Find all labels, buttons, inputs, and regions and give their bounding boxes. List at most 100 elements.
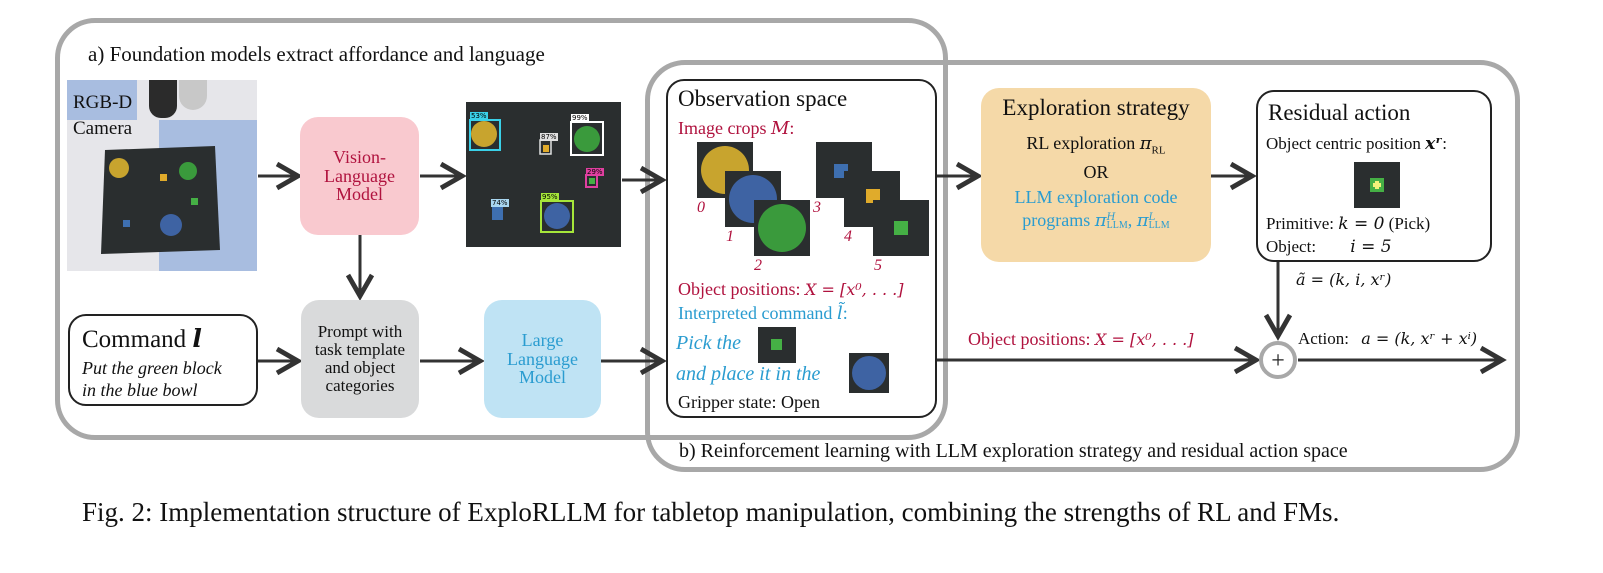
interpreted-label: Interpreted command <box>678 303 833 323</box>
exploration-rl-sub: RL <box>1151 144 1166 157</box>
exploration-llm-line1: LLM exploration code <box>1014 187 1178 208</box>
camera-label-1: RGB-D <box>73 92 133 113</box>
green-block <box>191 198 198 205</box>
image-crops-label: Image crops <box>678 118 767 138</box>
vlm-node: Vision- Language Model <box>300 117 419 235</box>
det-score-5: 74% <box>491 199 509 207</box>
place-text: and place it in the <box>676 363 821 385</box>
tabletop <box>101 146 220 254</box>
command-box: Command l Put the green block in the blu… <box>68 314 258 406</box>
bottom-positions-math: X = [x⁰, . . .] <box>1095 330 1194 349</box>
residual-primitive-math: k = 0 <box>1338 214 1385 234</box>
exploration-llm-sup-h: H <box>1106 211 1116 223</box>
crop-index-2: 2 <box>754 257 762 274</box>
llm-line3: Model <box>519 367 566 388</box>
residual-primitive-row: Primitive: k = 0 (Pick) <box>1266 214 1430 234</box>
image-crops-symbol: M <box>770 118 790 139</box>
region-a-outline <box>55 18 948 440</box>
command-symbol: l <box>192 324 202 353</box>
crop-index-1: 1 <box>726 228 734 245</box>
residual-object-label: Object: <box>1266 237 1317 256</box>
blue-bowl <box>160 214 182 236</box>
camera-shadow <box>67 80 137 120</box>
yellow-block <box>160 174 167 181</box>
positions-row: Object positions: X = [x⁰, . . .] <box>678 279 904 300</box>
command-title: Command <box>82 326 187 353</box>
vlm-line1: Vision- <box>333 146 386 167</box>
yellow-bowl <box>109 158 129 178</box>
det-score-4: 29% <box>586 168 604 176</box>
gripper-text: Gripper state: Open <box>678 392 820 412</box>
residual-title: Residual action <box>1268 100 1411 125</box>
vlm-line3: Model <box>336 184 383 205</box>
command-text-2: in the blue bowl <box>82 380 198 400</box>
region-b-outline <box>645 60 1520 472</box>
observation-panel: Observation space Image crops M: 0 1 2 3… <box>666 79 937 418</box>
llm-node: Large Language Model <box>484 300 601 418</box>
crop-1 <box>725 171 781 227</box>
vlm-line2: Language <box>324 165 395 186</box>
crop-index-4: 4 <box>844 228 852 245</box>
interpreted-colon: : <box>842 303 848 323</box>
plus-sign: + <box>1271 348 1285 374</box>
action-row: Action: a = (k, xʳ + xⁱ) <box>1298 329 1477 349</box>
llm-line2: Language <box>507 348 578 369</box>
residual-position-colon: : <box>1442 134 1447 153</box>
residual-crop <box>1354 162 1400 208</box>
region-a-label: a) Foundation models extract affordance … <box>88 42 545 66</box>
pick-crop <box>758 327 796 363</box>
exploration-llm-line2: programs <box>1022 210 1091 231</box>
exploration-llm-sup-l: L <box>1148 211 1156 223</box>
exploration-rl-text: RL exploration <box>1026 133 1136 154</box>
residual-primitive-note: (Pick) <box>1388 214 1431 233</box>
prompt-line1: Prompt with <box>317 322 403 342</box>
bottom-positions-row: Object positions: X = [x⁰, . . .] <box>968 329 1194 350</box>
crop-index-0: 0 <box>697 199 705 216</box>
action-label: Action: <box>1298 329 1349 348</box>
image-crops-colon: : <box>789 118 795 138</box>
interpreted-symbol: l̃ <box>836 303 843 324</box>
action-math: a = (k, xʳ + xⁱ) <box>1361 329 1478 348</box>
det-score-2: 87% <box>540 133 558 141</box>
camera-label-2: Camera <box>73 118 133 139</box>
residual-position-math: xʳ <box>1425 134 1443 154</box>
crop-index-5: 5 <box>874 257 882 274</box>
residual-panel: Residual action Object centric position … <box>1256 90 1492 262</box>
atilde-label: ã = (k, i, xʳ) <box>1296 270 1392 289</box>
region-b-label: b) Reinforcement learning with LLM explo… <box>679 440 1348 462</box>
exploration-llm-math-l: π <box>1136 210 1149 232</box>
camera-scene: RGB-D Camera <box>67 80 257 271</box>
figure-caption: Fig. 2: Implementation structure of Expl… <box>82 497 1340 527</box>
prompt-line2: task template <box>314 340 406 360</box>
residual-object-row: Object: i = 5 <box>1266 237 1392 257</box>
exploration-llm-math-h: π <box>1094 210 1107 232</box>
gripper-icon <box>149 80 177 118</box>
prompt-line3: and object <box>324 358 396 377</box>
exploration-llm-sub-l: LLM <box>1148 219 1170 231</box>
exploration-rl-row: RL exploration πRL <box>981 134 1211 157</box>
command-text-1: Put the green block <box>82 358 222 378</box>
blue-block <box>123 220 130 227</box>
image-crops-row: Image crops M: <box>678 118 794 139</box>
prompt-line4: categories <box>325 375 395 395</box>
positions-math: X = [x⁰, . . .] <box>805 280 904 299</box>
llm-line1: Large <box>521 329 564 350</box>
green-bowl <box>179 162 197 180</box>
exploration-title: Exploration strategy <box>1002 95 1190 120</box>
det-score-1: 53% <box>470 112 488 120</box>
crop-2 <box>754 200 810 256</box>
exploration-or: OR <box>1083 162 1109 183</box>
gripper-arm <box>179 80 207 110</box>
residual-position-label: Object centric position <box>1266 134 1421 153</box>
plus-circle <box>1259 341 1297 379</box>
positions-label: Object positions: <box>678 279 801 299</box>
residual-object-math: i = 5 <box>1350 237 1392 257</box>
detection-image: 53% 87% 99% 29% 74% 95% <box>466 102 621 247</box>
crop-5 <box>873 200 929 256</box>
pick-text: Pick the <box>676 332 741 354</box>
observation-title: Observation space <box>678 86 848 111</box>
